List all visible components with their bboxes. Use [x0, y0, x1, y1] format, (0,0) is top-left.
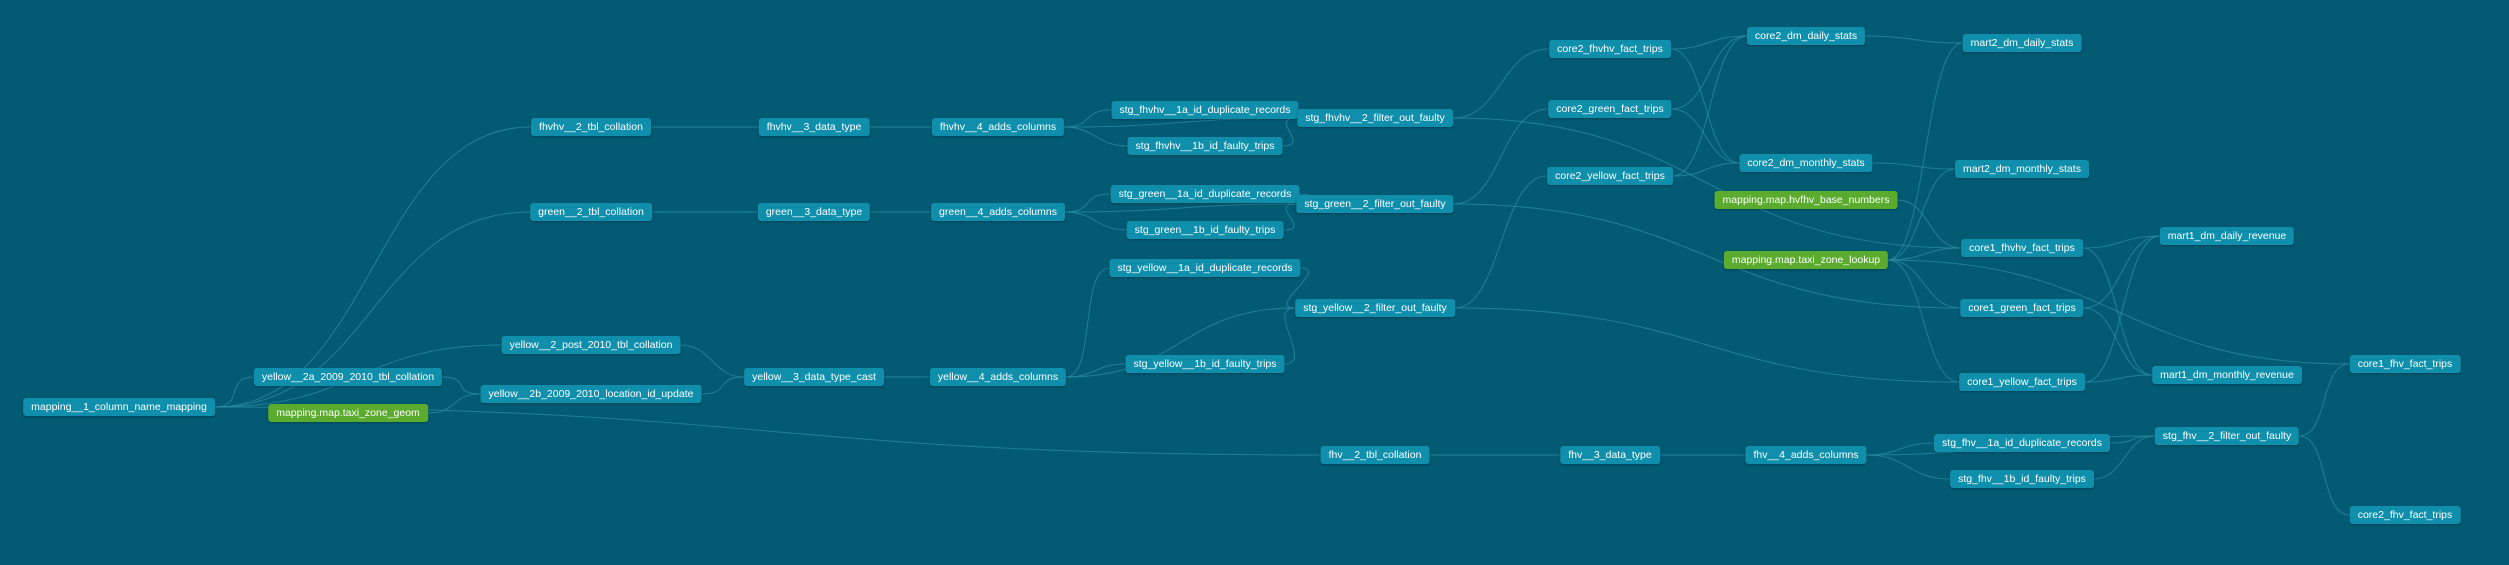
node-green-3-data-type[interactable]: green__3_data_type — [757, 203, 871, 221]
edge-n31-n34 — [1887, 168, 1956, 261]
edge-n26-n29 — [1672, 162, 1740, 177]
node-core2-green-fact-trips[interactable]: core2_green_fact_trips — [1548, 100, 1672, 118]
node-stg-yellow-1a-id-duplicate-records[interactable]: stg_yellow__1a_id_duplicate_records — [1109, 259, 1301, 277]
node-mapping-map-taxi-zone-geom[interactable]: mapping.map.taxi_zone_geom — [268, 404, 428, 422]
node-yellow-2b-2009-2010-location-id-update[interactable]: yellow__2b_2009_2010_location_id_update — [480, 385, 702, 403]
edge-n25-n29 — [1671, 108, 1740, 164]
edge-n7-n10 — [701, 376, 745, 395]
edge-n13-n18 — [1065, 267, 1110, 378]
edge-n1-n5 — [214, 211, 531, 408]
edge-n30-n35 — [1897, 199, 1962, 249]
node-mart1-dm-monthly-revenue[interactable]: mart1_dm_monthly_revenue — [2152, 366, 2302, 384]
node-fhvhv-3-data-type[interactable]: fhvhv__3_data_type — [758, 118, 870, 136]
node-stg-fhv-2-filter-out-faulty[interactable]: stg_fhv__2_filter_out_faulty — [2154, 427, 2300, 445]
edge-n15-n20 — [1282, 117, 1298, 147]
edge-n24-n29 — [1670, 48, 1740, 164]
edge-n29-n34 — [1872, 162, 1956, 170]
node-core2-fhv-fact-trips[interactable]: core2_fhv_fact_trips — [2349, 506, 2461, 524]
node-mart2-dm-daily-stats[interactable]: mart2_dm_daily_stats — [1962, 34, 2082, 52]
edge-n31-n37 — [1887, 259, 1960, 383]
edge-n37-n40 — [2084, 235, 2161, 383]
node-core1-fhv-fact-trips[interactable]: core1_fhv_fact_trips — [2349, 355, 2461, 373]
edge-n31-n36 — [1887, 259, 1961, 309]
edge-n26-n28 — [1672, 35, 1748, 177]
edge-n19-n22 — [1284, 307, 1296, 365]
node-green-2-tbl-collation[interactable]: green__2_tbl_collation — [530, 203, 652, 221]
node-core1-green-fact-trips[interactable]: core1_green_fact_trips — [1960, 299, 2084, 317]
node-yellow-3-data-type-cast[interactable]: yellow__3_data_type_cast — [744, 368, 884, 386]
node-stg-yellow-2-filter-out-faulty[interactable]: stg_yellow__2_filter_out_faulty — [1295, 299, 1455, 317]
edge-n39-n42 — [2093, 435, 2156, 480]
edge-n11-n15 — [1063, 126, 1128, 147]
node-yellow-2a-2009-2010-tbl-collation[interactable]: yellow__2a_2009_2010_tbl_collation — [253, 368, 443, 386]
edge-n38-n42 — [2109, 435, 2156, 444]
edge-n12-n16 — [1064, 193, 1111, 213]
node-core2-dm-daily-stats[interactable]: core2_dm_daily_stats — [1746, 27, 1866, 45]
node-fhv-3-data-type[interactable]: fhv__3_data_type — [1560, 446, 1660, 464]
edge-n36-n40 — [2083, 235, 2161, 309]
node-stg-green-1b-id-faulty-trips[interactable]: stg_green__1b_id_faulty_trips — [1126, 221, 1284, 239]
node-fhvhv-4-adds-columns[interactable]: fhvhv__4_adds_columns — [931, 118, 1065, 136]
node-core1-yellow-fact-trips[interactable]: core1_yellow_fact_trips — [1959, 373, 2085, 391]
node-yellow-4-adds-columns[interactable]: yellow__4_adds_columns — [929, 368, 1067, 386]
node-stg-green-2-filter-out-faulty[interactable]: stg_green__2_filter_out_faulty — [1296, 195, 1454, 213]
edge-n32-n38 — [1866, 442, 1935, 456]
node-mapping-map-taxi-zone-lookup[interactable]: mapping.map.taxi_zone_lookup — [1723, 251, 1889, 269]
edge-n37-n41 — [2084, 374, 2153, 383]
node-green-4-adds-columns[interactable]: green__4_adds_columns — [931, 203, 1065, 221]
node-fhv-4-adds-columns[interactable]: fhv__4_adds_columns — [1745, 446, 1867, 464]
edge-n18-n22 — [1286, 267, 1309, 309]
node-yellow-2-post-2010-tbl-collation[interactable]: yellow__2_post_2010_tbl_collation — [501, 336, 681, 354]
node-stg-fhvhv-2-filter-out-faulty[interactable]: stg_fhvhv__2_filter_out_faulty — [1297, 109, 1453, 127]
node-fhvhv-2-tbl-collation[interactable]: fhvhv__2_tbl_collation — [531, 118, 651, 136]
edge-n42-n43 — [2298, 363, 2350, 437]
node-fhv-2-tbl-collation[interactable]: fhv__2_tbl_collation — [1320, 446, 1430, 464]
edge-n21-n25 — [1453, 108, 1549, 205]
edge-n12-n17 — [1064, 211, 1127, 231]
node-core2-yellow-fact-trips[interactable]: core2_yellow_fact_trips — [1547, 167, 1673, 185]
node-stg-fhv-1a-id-duplicate-records[interactable]: stg_fhv__1a_id_duplicate_records — [1934, 434, 2110, 452]
edge-n42-n44 — [2298, 435, 2350, 516]
edge-n35-n41 — [2082, 247, 2153, 376]
edge-n11-n14 — [1063, 109, 1112, 128]
edge-n11-n20 — [1063, 117, 1298, 128]
edge-n31-n43 — [1887, 259, 2350, 365]
edge-n20-n35 — [1452, 117, 1962, 249]
node-mapping-1-column-name-mapping[interactable]: mapping__1_column_name_mapping — [23, 398, 215, 416]
edge-n32-n39 — [1866, 454, 1951, 480]
node-mart1-dm-daily-revenue[interactable]: mart1_dm_daily_revenue — [2159, 227, 2295, 245]
edge-n13-n22 — [1065, 307, 1296, 378]
node-core2-fhvhv-fact-trips[interactable]: core2_fhvhv_fact_trips — [1549, 40, 1671, 58]
edge-n17-n21 — [1283, 203, 1297, 231]
node-mapping-map-hvfhv-base-numbers[interactable]: mapping.map.hvfhv_base_numbers — [1714, 191, 1898, 209]
edge-n1-n4 — [214, 126, 532, 408]
edge-n31-n33 — [1887, 42, 1963, 261]
edge-n28-n33 — [1864, 35, 1963, 44]
node-stg-fhvhv-1a-id-duplicate-records[interactable]: stg_fhvhv__1a_id_duplicate_records — [1111, 101, 1299, 119]
edge-n12-n21 — [1064, 203, 1297, 213]
edge-n31-n35 — [1887, 247, 1962, 261]
node-stg-green-1a-id-duplicate-records[interactable]: stg_green__1a_id_duplicate_records — [1110, 185, 1300, 203]
edge-n24-n28 — [1670, 35, 1748, 50]
node-stg-yellow-1b-id-faulty-trips[interactable]: stg_yellow__1b_id_faulty_trips — [1125, 355, 1285, 373]
node-mart2-dm-monthly-stats[interactable]: mart2_dm_monthly_stats — [1955, 160, 2089, 178]
node-core1-fhvhv-fact-trips[interactable]: core1_fhvhv_fact_trips — [1961, 239, 2083, 257]
edge-n20-n24 — [1452, 48, 1550, 119]
edge-n21-n36 — [1453, 203, 1961, 309]
edge-n35-n40 — [2082, 235, 2161, 249]
edge-n1-n2 — [214, 376, 255, 408]
edge-n36-n41 — [2083, 307, 2153, 376]
edge-n22-n37 — [1454, 307, 1960, 383]
node-core2-dm-monthly-stats[interactable]: core2_dm_monthly_stats — [1739, 154, 1873, 172]
node-stg-fhv-1b-id-faulty-trips[interactable]: stg_fhv__1b_id_faulty_trips — [1950, 470, 2094, 488]
edge-n22-n26 — [1454, 175, 1548, 309]
edge-n3-n7 — [427, 393, 481, 414]
edge-n2-n7 — [441, 376, 481, 395]
edge-n25-n28 — [1671, 35, 1748, 110]
edge-n6-n10 — [680, 344, 745, 378]
node-stg-fhvhv-1b-id-faulty-trips[interactable]: stg_fhvhv__1b_id_faulty_trips — [1127, 137, 1283, 155]
